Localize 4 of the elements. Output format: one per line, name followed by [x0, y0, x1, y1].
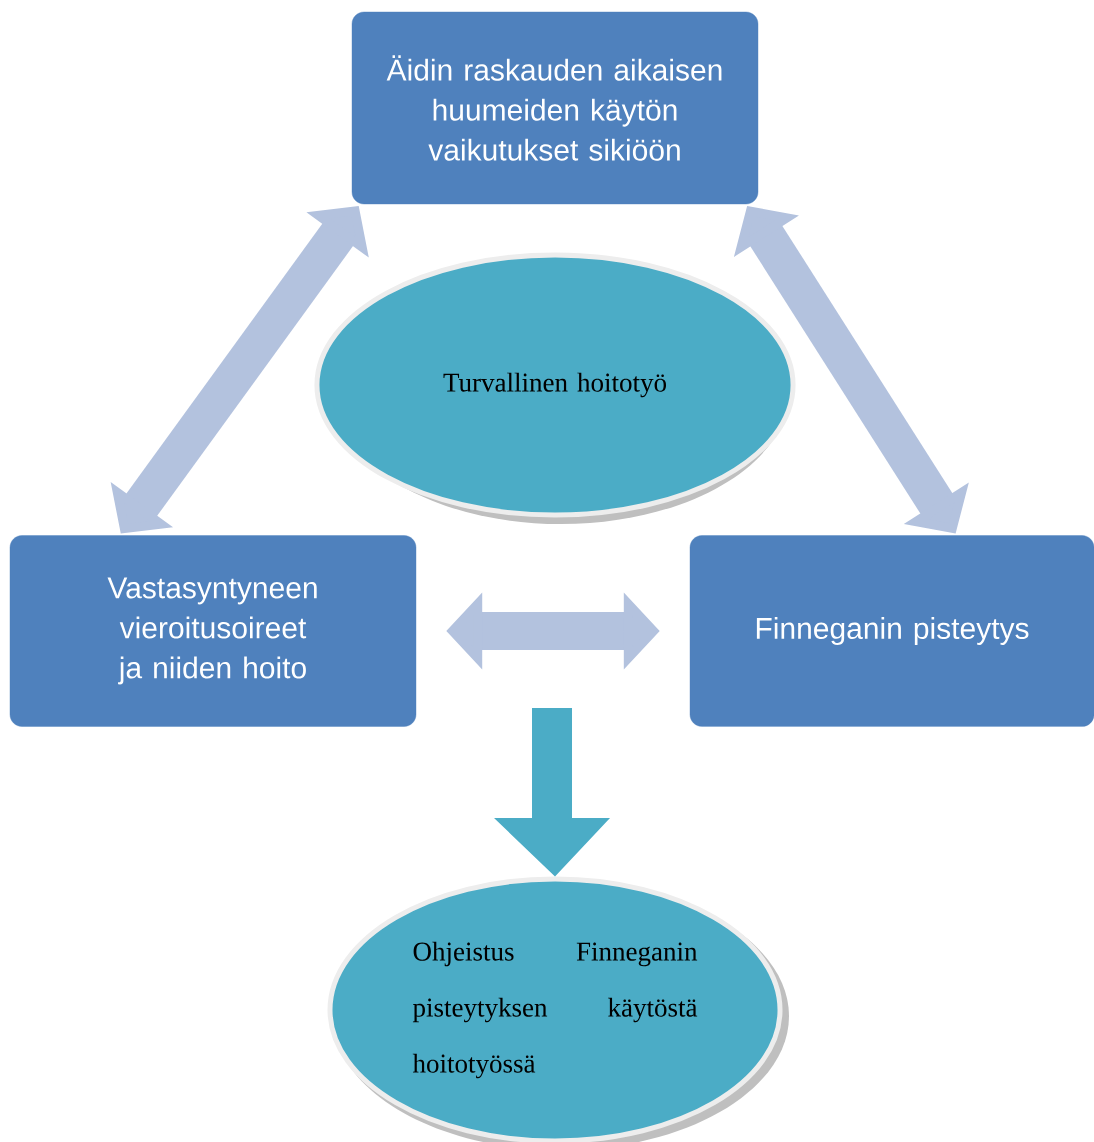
block-arrow — [494, 708, 610, 877]
process-box: Vastasyntyneen vieroitusoireet ja niiden hoito — [9, 535, 417, 727]
process-box: Finneganin pisteytys — [689, 535, 1094, 727]
process-box: Äidin raskauden aikaisen huumeiden käytön vaikutukset sikiöön — [351, 11, 759, 205]
